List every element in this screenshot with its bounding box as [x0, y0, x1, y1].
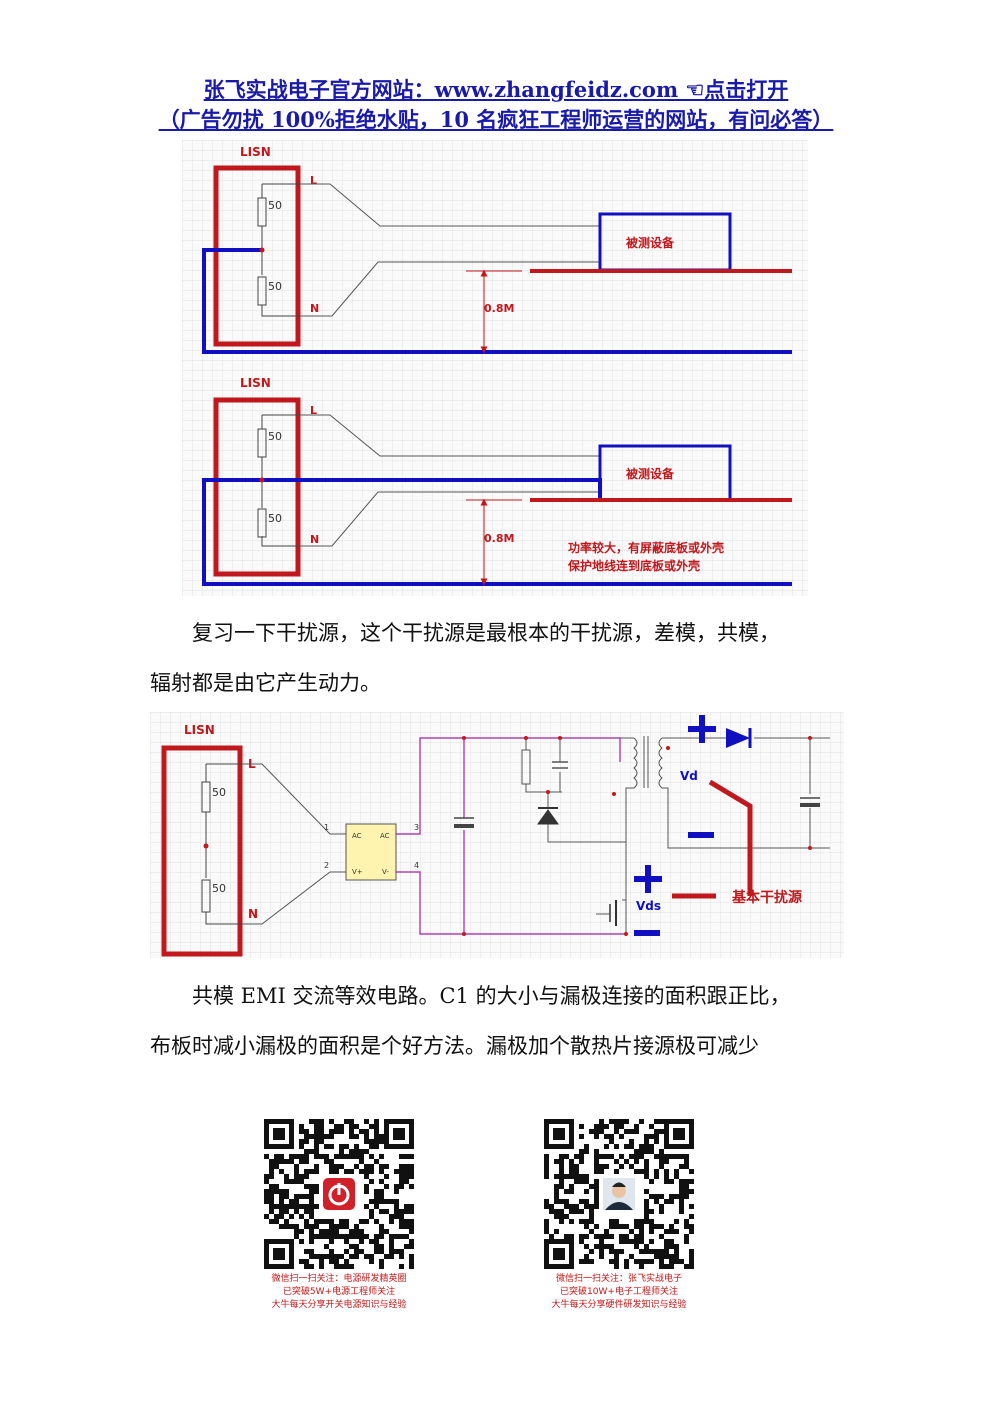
resistor-50-bottom	[257, 508, 267, 538]
lisn-label: LISN	[240, 376, 271, 390]
svg-text:V-: V-	[382, 868, 389, 876]
svg-text:50: 50	[268, 199, 282, 212]
upper-setup: LISN 50 50 L N 被测设备 0.8M	[202, 145, 792, 354]
lisn-box	[213, 397, 301, 577]
interference-source-circuit-figure: LISN 50 50 L N 1 2 AC AC V+ V- 3 4	[150, 712, 844, 958]
bridge-rectifier	[345, 823, 397, 881]
svg-text:V+: V+	[352, 868, 363, 876]
paragraph1-line1: 复习一下干扰源，这个干扰源是最根本的干扰源，差模，共模，	[192, 621, 780, 645]
resistor-50-top	[257, 197, 267, 227]
note-line2: 保护地线连到底板或外壳	[567, 558, 700, 573]
svg-text:被测设备: 被测设备	[626, 235, 675, 250]
person-avatar	[603, 1178, 635, 1210]
basic-interference-source-label: 基本干扰源	[732, 889, 802, 906]
resistor-50-top	[257, 428, 267, 458]
qr-left-caption: 微信扫一扫关注：电源研发精英圈 已突破5W+电源工程师关注 大牛每天分享开关电源…	[271, 1274, 407, 1310]
qr-code-right[interactable]	[542, 1117, 696, 1275]
resistor-50-bottom	[257, 276, 267, 306]
svg-text:N: N	[248, 907, 258, 921]
lisn-box	[213, 165, 301, 347]
qr-right-caption: 微信扫一扫关注：张飞实战电子 已突破10W+电子工程师关注 大牛每天分享硬件研发…	[551, 1274, 687, 1310]
ground-plane-wire	[202, 248, 792, 354]
switch-indicator	[708, 779, 753, 896]
qr-code-image	[262, 1117, 416, 1271]
lower-setup: LISN 50 50 L N 被测设备 0.8M 功率较大，有屏蔽底板或外壳 保…	[202, 376, 792, 586]
svg-text:Vd: Vd	[680, 769, 698, 783]
svg-text:Vds: Vds	[636, 899, 661, 913]
svg-text:0.8M: 0.8M	[484, 532, 514, 545]
svg-text:AC: AC	[380, 832, 390, 840]
svg-text:4: 4	[414, 861, 419, 870]
svg-text:N: N	[310, 302, 319, 315]
resistor-50-top	[201, 781, 211, 813]
svg-text:AC: AC	[352, 832, 362, 840]
finder-patterns	[544, 1119, 694, 1269]
resistor-50-bottom	[201, 879, 211, 913]
lisn-test-setup-figure: LISN 50 50 L N 被测设备 0.8M LISN 50 50 L	[182, 140, 808, 596]
vd-polarity: Vd	[680, 715, 716, 838]
svg-text:0.8M: 0.8M	[484, 302, 514, 315]
svg-text:50: 50	[268, 280, 282, 293]
qr-code-left[interactable]	[262, 1117, 416, 1275]
svg-text:2: 2	[324, 861, 329, 870]
vds-polarity: Vds	[634, 865, 662, 936]
svg-text:50: 50	[212, 786, 226, 799]
svg-text:L: L	[310, 404, 317, 417]
lisn-box	[161, 745, 243, 957]
site-link-line1[interactable]: 张飞实战电子官方网站：www.zhangfeidz.com ☜点击打开	[203, 77, 789, 102]
svg-text:N: N	[310, 533, 319, 546]
svg-text:L: L	[310, 174, 317, 187]
svg-text:50: 50	[268, 512, 282, 525]
lisn-label: LISN	[184, 723, 215, 737]
mosfet	[596, 842, 628, 936]
svg-text:50: 50	[212, 882, 226, 895]
svg-text:1: 1	[324, 823, 329, 832]
lisn-label: LISN	[240, 145, 271, 159]
paragraph2-line1: 共模 EMI 交流等效电路。C1 的大小与漏极连接的面积跟正比，	[192, 984, 791, 1008]
qr-code-image	[542, 1117, 696, 1271]
svg-text:50: 50	[268, 430, 282, 443]
note-line1: 功率较大，有屏蔽底板或外壳	[568, 540, 724, 555]
paragraph1-line2: 辐射都是由它产生动力。	[150, 671, 381, 695]
site-link-line2[interactable]: （广告勿扰 100%拒绝水贴，10 名疯狂工程师运营的网站，有问必答）	[158, 107, 834, 132]
paragraph2-line2: 布板时减小漏极的面积是个好方法。漏极加个散热片接源极可减少	[150, 1034, 759, 1058]
svg-text:3: 3	[414, 823, 419, 832]
svg-text:被测设备: 被测设备	[626, 466, 675, 481]
finder-patterns	[264, 1119, 414, 1269]
